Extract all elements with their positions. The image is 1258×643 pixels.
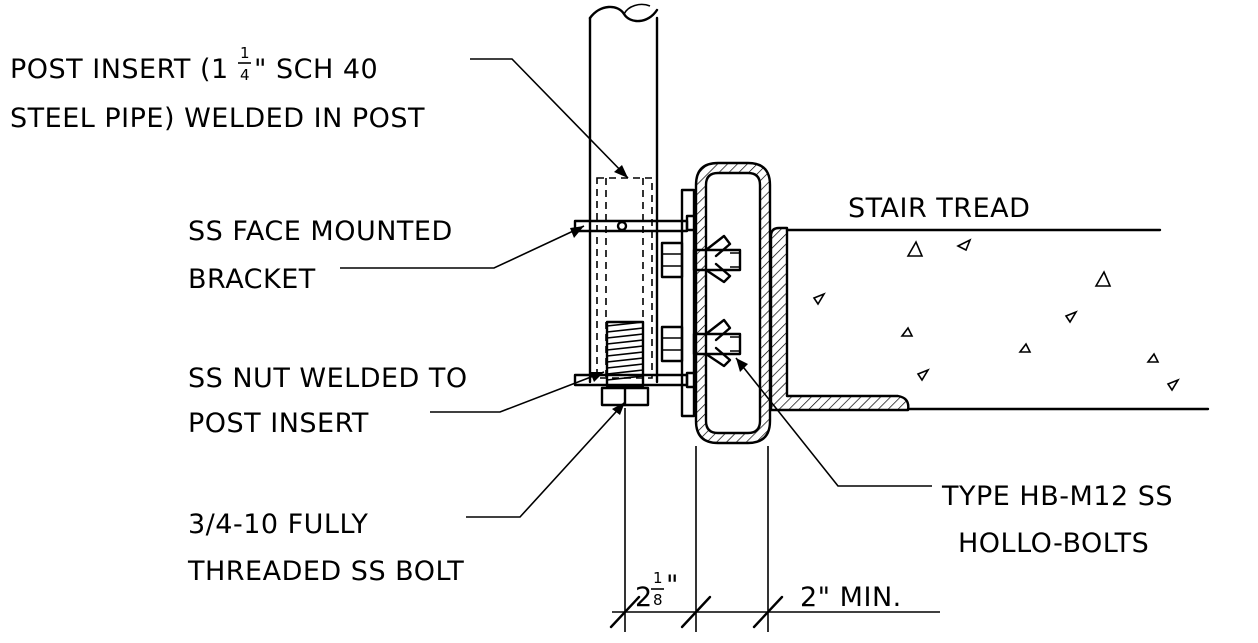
threaded-bolt bbox=[600, 320, 650, 407]
nut-label-line2: POST INSERT bbox=[188, 408, 369, 439]
bolt-label-line1: 3/4-10 FULLY bbox=[188, 509, 368, 540]
dimension-2-1-8: 2 1 8 " bbox=[635, 569, 679, 613]
post-insert-fraction-num: 1 bbox=[240, 44, 250, 62]
dimension-2-min: 2" MIN. bbox=[800, 582, 902, 613]
face-mounted-bracket bbox=[573, 188, 697, 418]
leader-lines bbox=[340, 58, 932, 518]
post-insert-text-b: " SCH 40 bbox=[254, 54, 378, 85]
dimension-fraction-numerator: 1 bbox=[653, 569, 663, 587]
rail-post bbox=[588, 3, 659, 384]
bracket-label-line1: SS FACE MOUNTED bbox=[188, 216, 453, 247]
post-insert-fraction-den: 4 bbox=[240, 66, 250, 84]
hollo-bolt-label-line2: HOLLO-BOLTS bbox=[958, 528, 1149, 559]
dimension-inch-mark: " bbox=[666, 570, 679, 601]
hollo-bolt-lower bbox=[660, 318, 742, 368]
hss-tube-section bbox=[694, 161, 772, 445]
dimension-lines bbox=[609, 408, 940, 632]
dimension-whole-number: 2 bbox=[635, 582, 653, 613]
post-insert-text-line2: STEEL PIPE) WELDED IN POST bbox=[10, 103, 425, 134]
stair-tread-concrete bbox=[785, 228, 1210, 411]
svg-text:POST INSERT (1: POST INSERT (1 bbox=[10, 54, 229, 85]
hollo-bolt-upper bbox=[660, 234, 742, 284]
stair-nosing-angle bbox=[769, 226, 910, 412]
label-post-insert: POST INSERT (1 1 4 " SCH 40 STEEL PIPE) … bbox=[10, 44, 425, 134]
hollo-bolt-label-line1: TYPE HB-M12 SS bbox=[941, 481, 1173, 512]
stair-tread-label: STAIR TREAD bbox=[848, 193, 1030, 224]
nut-label-line1: SS NUT WELDED TO bbox=[188, 363, 468, 394]
post-insert-text-a: POST INSERT (1 bbox=[10, 54, 229, 85]
dimension-fraction-denominator: 8 bbox=[653, 591, 663, 609]
bracket-label-line2: BRACKET bbox=[188, 264, 316, 295]
bolt-label-line2: THREADED SS BOLT bbox=[187, 556, 464, 587]
